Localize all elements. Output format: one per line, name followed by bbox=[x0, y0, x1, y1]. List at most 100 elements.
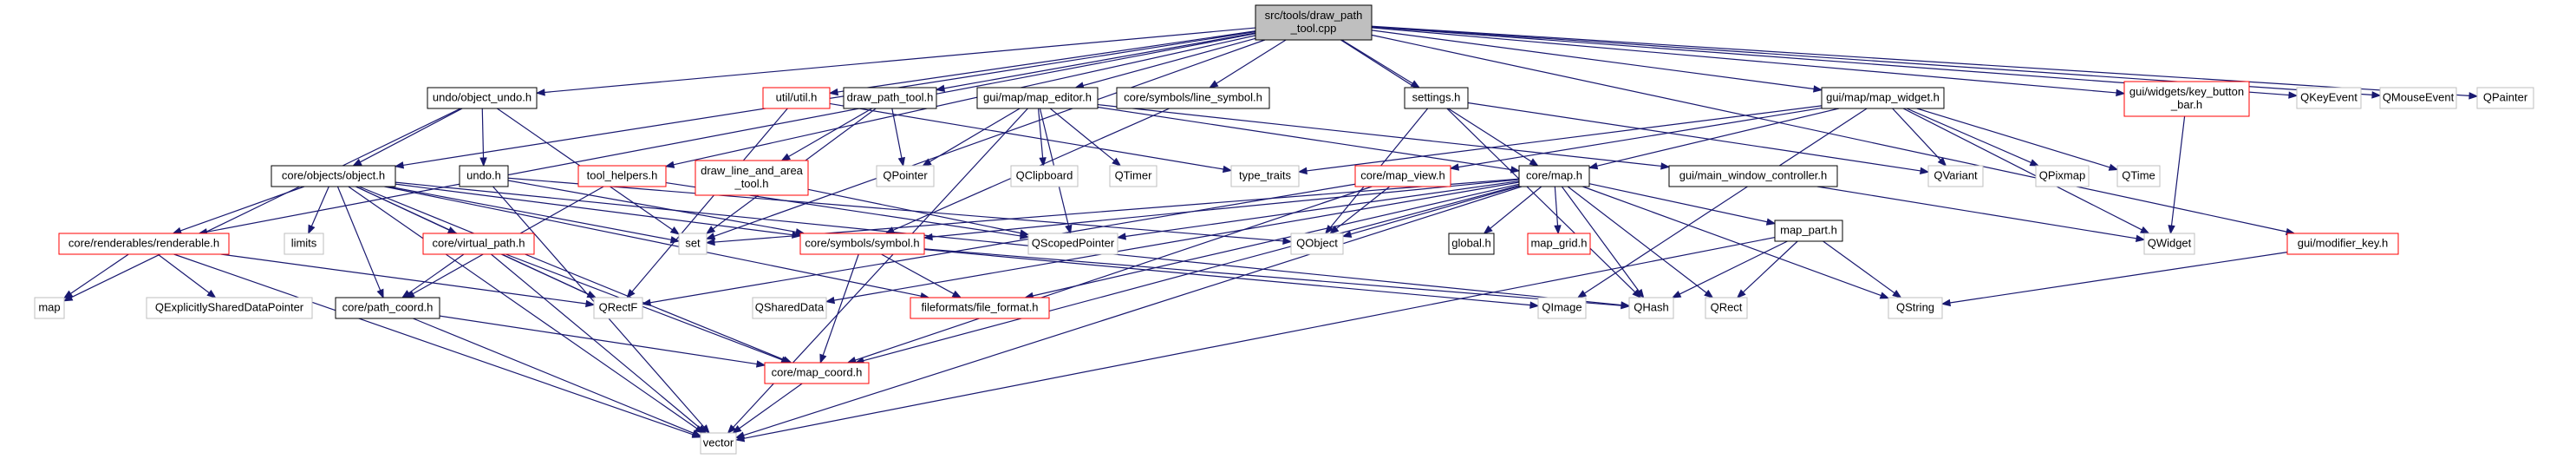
node-box bbox=[695, 160, 809, 196]
edge-map_widget-to-QPixmap bbox=[1906, 108, 2031, 163]
edge-core_map-to-QScopedPointer bbox=[1125, 180, 1520, 238]
node-util-util[interactable]: util/util.h bbox=[762, 87, 831, 109]
edge-main_window_controller-to-QWidget bbox=[1816, 186, 2137, 239]
node-map-grid[interactable]: map_grid.h bbox=[1527, 233, 1591, 255]
node-map-part[interactable]: map_part.h bbox=[1774, 220, 1843, 242]
edge-arrowhead bbox=[897, 156, 906, 167]
edge-core_map-to-vector bbox=[743, 186, 1523, 436]
edge-map_widget-to-map_view bbox=[1458, 107, 1823, 168]
edge-renderable-to-QRectF bbox=[220, 253, 587, 305]
edge-map_part-to-vector bbox=[743, 237, 1776, 439]
node-label: gui/map/map_editor.h bbox=[983, 90, 1092, 103]
edge-core_object-to-renderable bbox=[179, 186, 305, 232]
edge-arrowhead bbox=[479, 157, 487, 167]
node-box bbox=[1927, 165, 1984, 187]
node-label: QPainter bbox=[2483, 90, 2528, 103]
node-label: QRectF bbox=[599, 300, 638, 313]
edge-arrowhead bbox=[62, 290, 74, 299]
edge-symbol-to-QImage bbox=[923, 248, 1531, 306]
node-line-symbol[interactable]: core/symbols/line_symbol.h bbox=[1116, 87, 1270, 109]
node-settings[interactable]: settings.h bbox=[1404, 87, 1469, 109]
edge-path_coord-to-vector bbox=[413, 318, 694, 434]
node-label: global.h bbox=[1451, 236, 1491, 249]
node-label: QPointer bbox=[883, 168, 928, 181]
node-tool-helpers[interactable]: tool_helpers.h bbox=[577, 165, 667, 187]
node-box bbox=[284, 233, 324, 255]
edge-symbol-to-file_format bbox=[881, 253, 955, 295]
node-map-widget[interactable]: gui/map/map_widget.h bbox=[1821, 87, 1945, 109]
node-key-button-bar[interactable]: gui/widgets/key_button_bar.h bbox=[2123, 81, 2250, 117]
node-core-object[interactable]: core/objects/object.h bbox=[271, 165, 396, 187]
node-path-coord[interactable]: core/path_coord.h bbox=[335, 297, 440, 319]
edge-arrowhead bbox=[1621, 301, 1631, 310]
edge-arrowhead bbox=[705, 238, 715, 246]
edge-core_object-to-map_coord bbox=[358, 186, 785, 361]
node-modifier-key[interactable]: gui/modifier_key.h bbox=[2286, 233, 2399, 255]
edge-arrowhead bbox=[1297, 167, 1308, 175]
edge-arrowhead bbox=[755, 360, 766, 368]
edge-draw_line_area-to-QScopedPointer bbox=[807, 188, 1021, 234]
edge-path_coord-to-map_coord bbox=[439, 315, 758, 365]
node-draw-line-area[interactable]: draw_line_and_area_tool.h bbox=[695, 160, 809, 196]
edge-arrowhead bbox=[2108, 163, 2119, 171]
node-limits: limits bbox=[284, 233, 324, 255]
node-box bbox=[2296, 87, 2362, 109]
node-box bbox=[1518, 165, 1590, 187]
node-root[interactable]: src/tools/draw_path_tool.cpp bbox=[1255, 4, 1373, 41]
edge-arrowhead bbox=[352, 158, 362, 167]
edge-settings-to-QHash bbox=[1446, 108, 1636, 293]
edge-arrowhead bbox=[780, 153, 792, 161]
edge-root-to-undo_object_undo bbox=[544, 27, 1256, 94]
node-undo-h[interactable]: undo.h bbox=[459, 165, 509, 187]
edge-core_map-to-global bbox=[1490, 186, 1542, 229]
edge-arrowhead bbox=[535, 89, 545, 96]
edge-arrowhead bbox=[922, 158, 932, 167]
node-box bbox=[752, 297, 827, 319]
node-main-window-controller[interactable]: gui/main_window_controller.h bbox=[1668, 165, 1838, 187]
edge-arrowhead bbox=[376, 288, 384, 299]
edge-core_object-to-set bbox=[388, 186, 672, 240]
node-QPointer: QPointer bbox=[876, 165, 935, 187]
node-box bbox=[1774, 220, 1843, 242]
node-box bbox=[1448, 233, 1495, 255]
node-label: util/util.h bbox=[776, 90, 818, 103]
edge-core_map-to-map_grid bbox=[1554, 186, 1559, 226]
edge-arrowhead bbox=[1065, 224, 1073, 235]
edge-arrowhead bbox=[1341, 230, 1353, 238]
node-box bbox=[271, 165, 396, 187]
edge-arrowhead bbox=[1039, 157, 1047, 167]
node-box bbox=[876, 165, 935, 187]
node-map-view[interactable]: core/map_view.h bbox=[1354, 165, 1451, 187]
node-label: core/renderables/renderable.h bbox=[68, 236, 219, 249]
node-undo-object-undo[interactable]: undo/object_undo.h bbox=[427, 87, 538, 109]
node-file-format[interactable]: fileformats/file_format.h bbox=[910, 297, 1050, 319]
node-map-editor[interactable]: gui/map/map_editor.h bbox=[976, 87, 1099, 109]
node-global[interactable]: global.h bbox=[1448, 233, 1495, 255]
node-label: core/symbols/symbol.h bbox=[805, 236, 919, 249]
node-draw-path-tool[interactable]: draw_path_tool.h bbox=[843, 87, 937, 109]
edge-arrowhead bbox=[394, 161, 405, 169]
node-label: QPixmap bbox=[2039, 168, 2085, 181]
node-box bbox=[1404, 87, 1469, 109]
node-box bbox=[335, 297, 440, 319]
node-label: core/map.h bbox=[1526, 168, 1582, 181]
node-symbol[interactable]: core/symbols/symbol.h bbox=[799, 233, 925, 255]
edge-arrowhead bbox=[1112, 157, 1122, 167]
edge-arrowhead bbox=[1937, 157, 1947, 167]
edge-map_view-to-QRectF bbox=[649, 183, 1356, 304]
edge-arrowhead bbox=[705, 226, 716, 235]
edge-root-to-util_util bbox=[837, 30, 1256, 93]
node-virtual-path[interactable]: core/virtual_path.h bbox=[422, 233, 535, 255]
node-box bbox=[422, 233, 535, 255]
node-core-map[interactable]: core/map.h bbox=[1518, 165, 1590, 187]
edge-arrowhead bbox=[2371, 91, 2382, 99]
node-map-coord[interactable]: core/map_coord.h bbox=[764, 362, 870, 384]
node-box bbox=[843, 87, 937, 109]
nodes-layer: src/tools/draw_path_tool.cpp undo/object_… bbox=[34, 4, 2534, 455]
edge-map_widget-to-QWidget bbox=[1902, 108, 2142, 231]
node-QPixmap: QPixmap bbox=[2035, 165, 2090, 187]
node-label: _tool.h bbox=[734, 177, 768, 190]
node-label: core/map_coord.h bbox=[772, 365, 863, 378]
edge-core_map-to-file_format bbox=[1032, 183, 1520, 297]
node-renderable[interactable]: core/renderables/renderable.h bbox=[58, 233, 230, 255]
